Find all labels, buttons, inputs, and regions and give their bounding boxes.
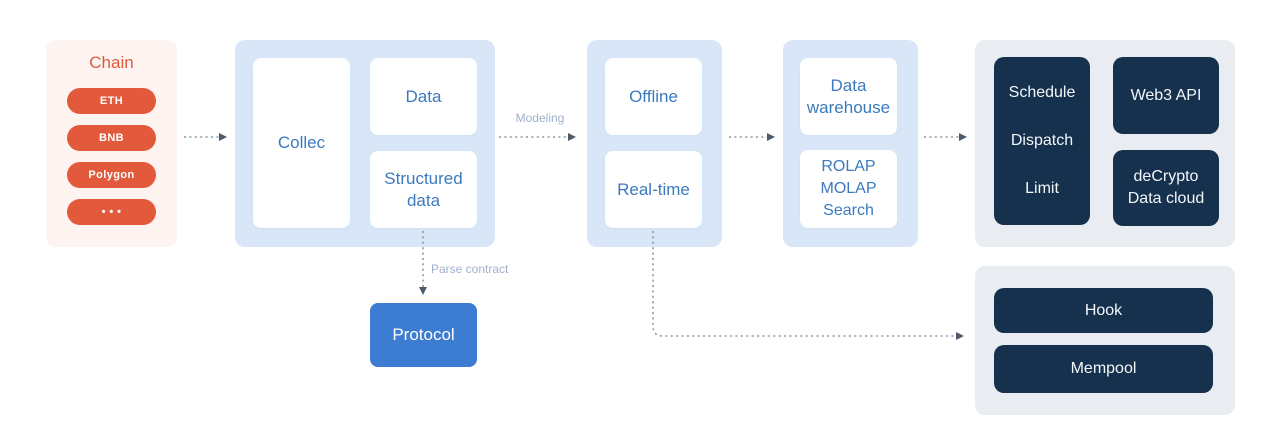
hook-panel: Hook Mempool: [975, 266, 1235, 415]
collector-node: Collec: [253, 58, 350, 228]
mempool-node: Mempool: [994, 345, 1213, 393]
olap-search-node: ROLAP MOLAP Search: [800, 150, 897, 228]
chain-node-eth: ETH: [67, 88, 156, 114]
chain-node-polygon: Polygon: [67, 162, 156, 188]
scheduler-panel: Schedule Dispatch Limit Web3 API deCrypt…: [975, 40, 1235, 247]
offline-node: Offline: [605, 58, 702, 135]
data-warehouse-node: Data warehouse: [800, 58, 897, 135]
web3-api-node: Web3 API: [1113, 57, 1219, 134]
realtime-node: Real-time: [605, 151, 702, 228]
structured-data-node: Structured data: [370, 151, 477, 228]
chain-panel: Chain ETH BNB Polygon • • •: [46, 40, 177, 247]
compute-panel: Offline Real-time: [587, 40, 722, 247]
chain-node-bnb: BNB: [67, 125, 156, 151]
collect-panel: Collec Data Structured data: [235, 40, 495, 247]
chain-node-ellipsis: • • •: [67, 199, 156, 225]
stage-dispatch: Dispatch: [1010, 132, 1074, 149]
warehouse-panel: Data warehouse ROLAP MOLAP Search: [783, 40, 918, 247]
data-node: Data: [370, 58, 477, 135]
stage-limit: Limit: [1025, 180, 1059, 197]
hook-node: Hook: [994, 288, 1213, 333]
parse-contract-label: Parse contract: [431, 262, 509, 276]
stage-schedule: Schedule: [1008, 84, 1076, 101]
chain-node-list: ETH BNB Polygon • • •: [67, 88, 156, 225]
scheduler-stages-node: Schedule Dispatch Limit: [994, 57, 1090, 225]
decrypto-data-cloud-node: deCrypto Data cloud: [1113, 150, 1219, 226]
modeling-label: Modeling: [515, 111, 565, 125]
chain-panel-title: Chain: [89, 53, 134, 72]
protocol-node: Protocol: [370, 303, 477, 367]
